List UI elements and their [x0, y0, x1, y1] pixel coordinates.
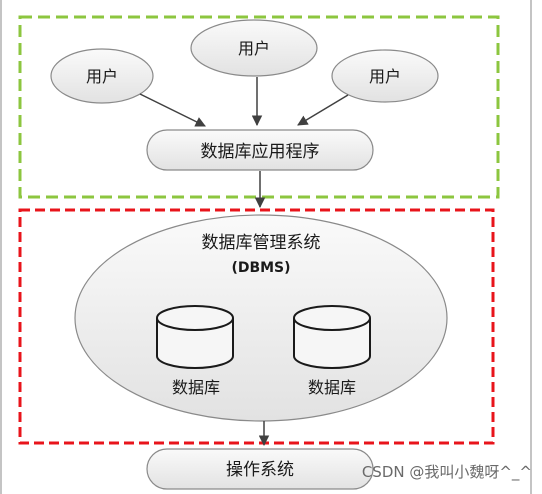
arrow-user-left-to-app: [139, 93, 206, 127]
user-node-right-label: 用户: [369, 67, 401, 86]
user-node-right: [331, 49, 439, 103]
database-application-node: [146, 129, 374, 171]
database-cylinder-icon-right: [293, 305, 371, 369]
database-label-left: 数据库: [172, 378, 220, 397]
user-node-left: [50, 48, 154, 104]
dbms-subtitle: (DBMS): [231, 260, 290, 276]
user-node-left-label: 用户: [86, 67, 118, 86]
operating-system-label: 操作系统: [226, 460, 294, 480]
database-label-right: 数据库: [308, 378, 356, 397]
watermark: CSDN @我叫小魏呀^_^: [361, 463, 532, 481]
user-node-center-label: 用户: [238, 39, 270, 58]
dbms-title: 数据库管理系统: [202, 233, 321, 253]
operating-system-node: [146, 448, 374, 490]
user-node-center: [190, 19, 318, 77]
dbms-node: [74, 214, 448, 422]
application-layer-box: [18, 15, 500, 199]
database-cylinder-icon-left: [156, 305, 234, 369]
arrow-user-right-to-app: [297, 94, 349, 126]
database-application-label: 数据库应用程序: [201, 142, 320, 162]
dbms-layer-box: [18, 208, 495, 445]
